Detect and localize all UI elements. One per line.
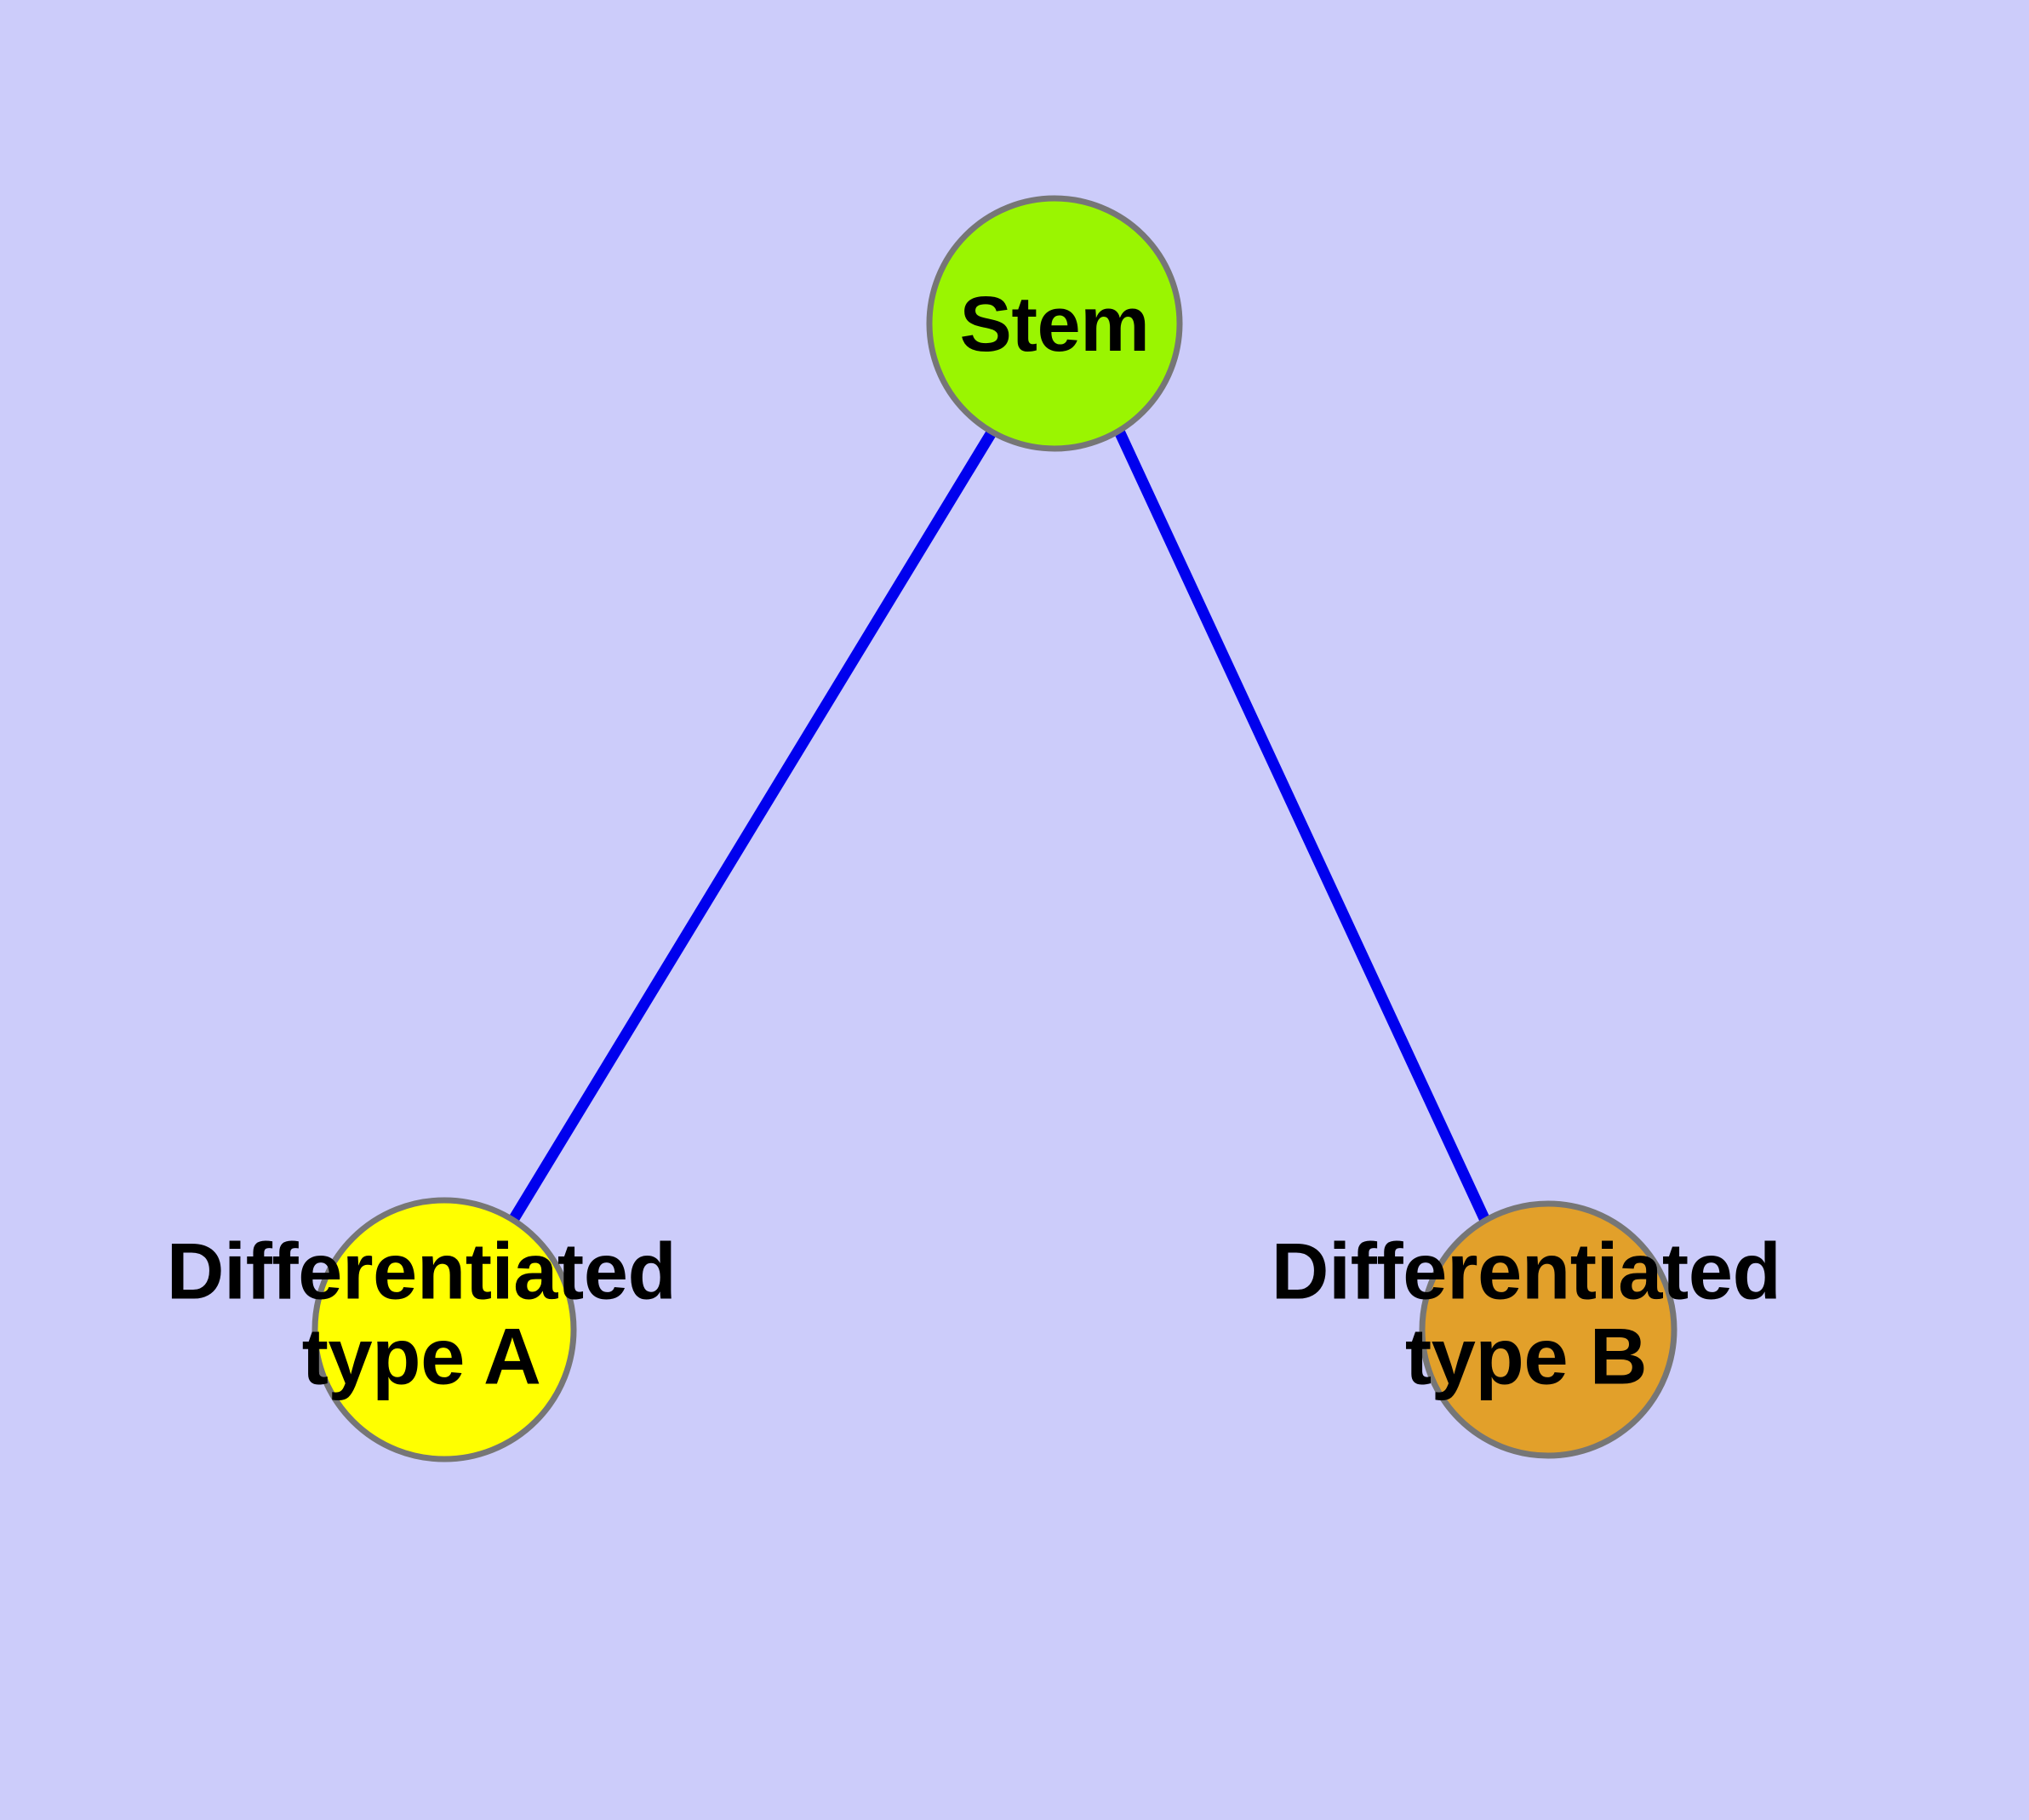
node-layer	[311, 195, 1677, 1462]
node-differentiated-a-circle[interactable]	[311, 1197, 577, 1462]
edge-stem-to-differentiated-b[interactable]	[1112, 423, 1493, 1228]
edge-layer	[506, 422, 1493, 1228]
edge-stem-to-differentiated-a[interactable]	[506, 422, 1001, 1228]
node-differentiated-b-circle[interactable]	[1419, 1200, 1677, 1459]
node-stem-circle[interactable]	[926, 195, 1183, 452]
